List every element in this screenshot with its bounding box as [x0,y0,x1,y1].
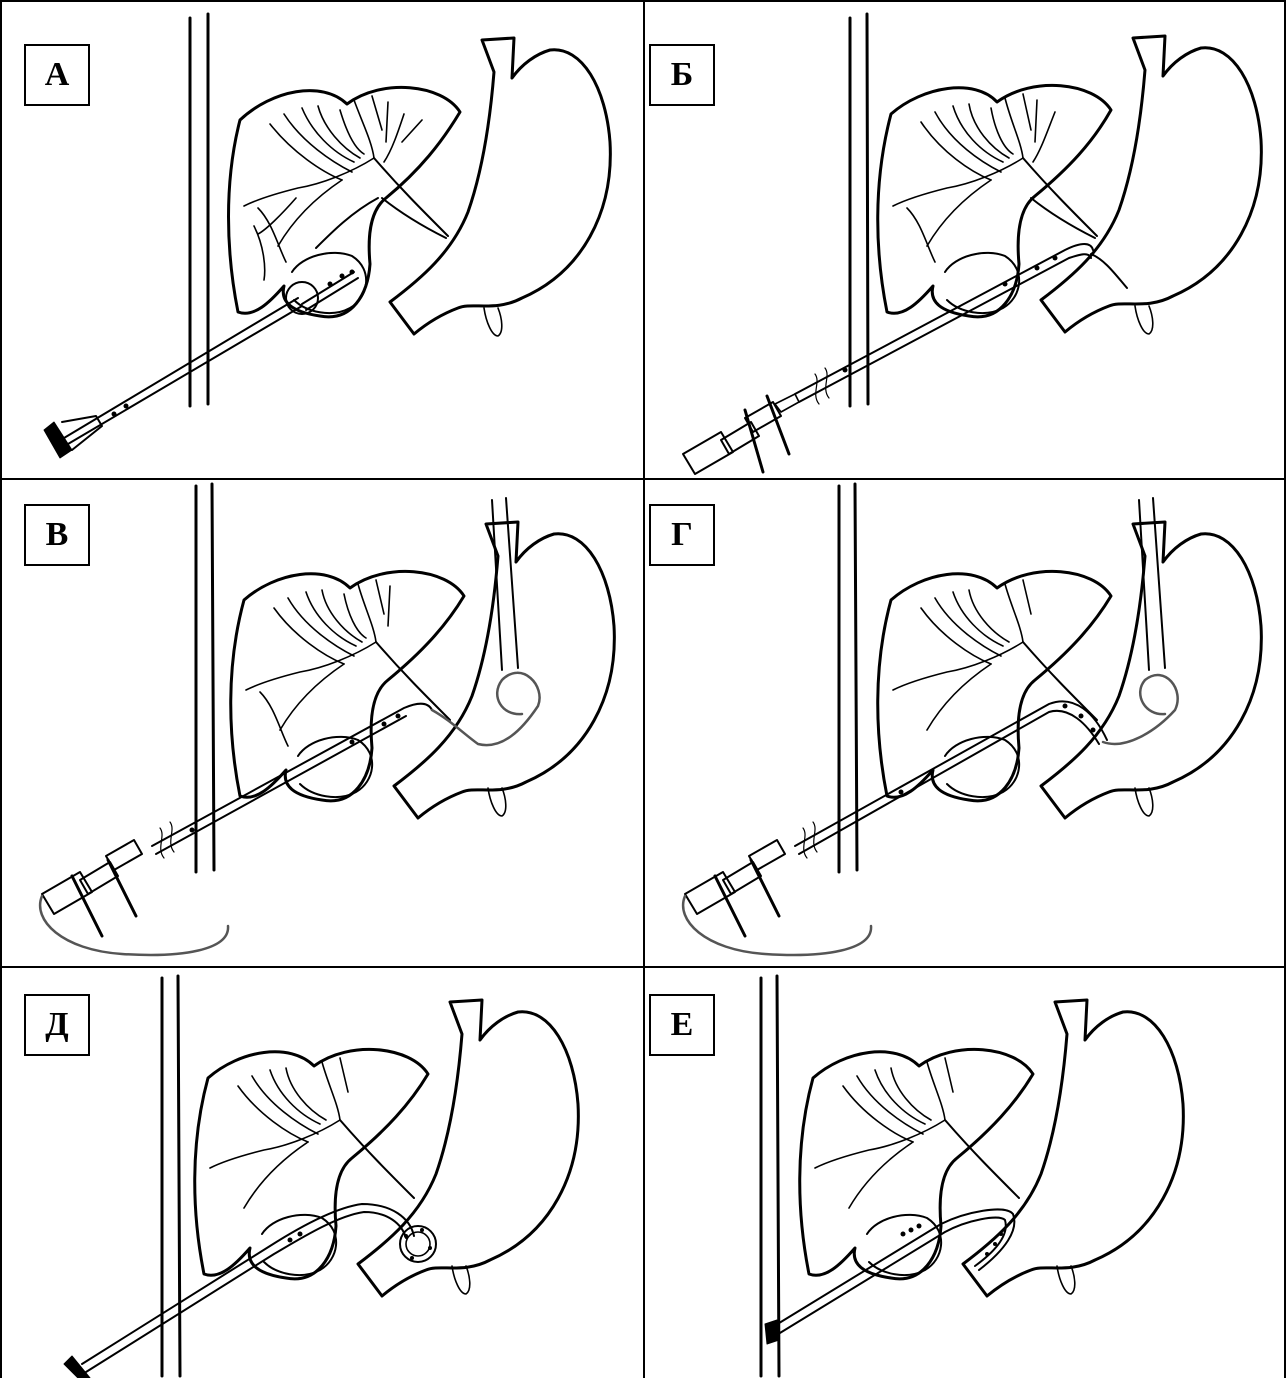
panel-b-illustration [645,2,1284,480]
panel-label: Б [649,44,715,106]
panel-b: Б [645,0,1286,480]
panel-g-illustration [645,480,1284,966]
panel-v: В [0,480,645,968]
panel-a: А [0,0,645,480]
panel-label: Е [649,994,715,1056]
panel-e: Е [645,968,1286,1378]
panel-e-illustration [645,968,1284,1378]
panel-a-illustration [2,2,643,480]
panel-d-illustration [2,968,643,1378]
panel-label: В [24,504,90,566]
panel-d: Д [0,968,645,1378]
panel-g: Г [645,480,1286,968]
panel-label: А [24,44,90,106]
panel-v-illustration [2,480,643,966]
panel-label: Д [24,994,90,1056]
panel-label: Г [649,504,715,566]
